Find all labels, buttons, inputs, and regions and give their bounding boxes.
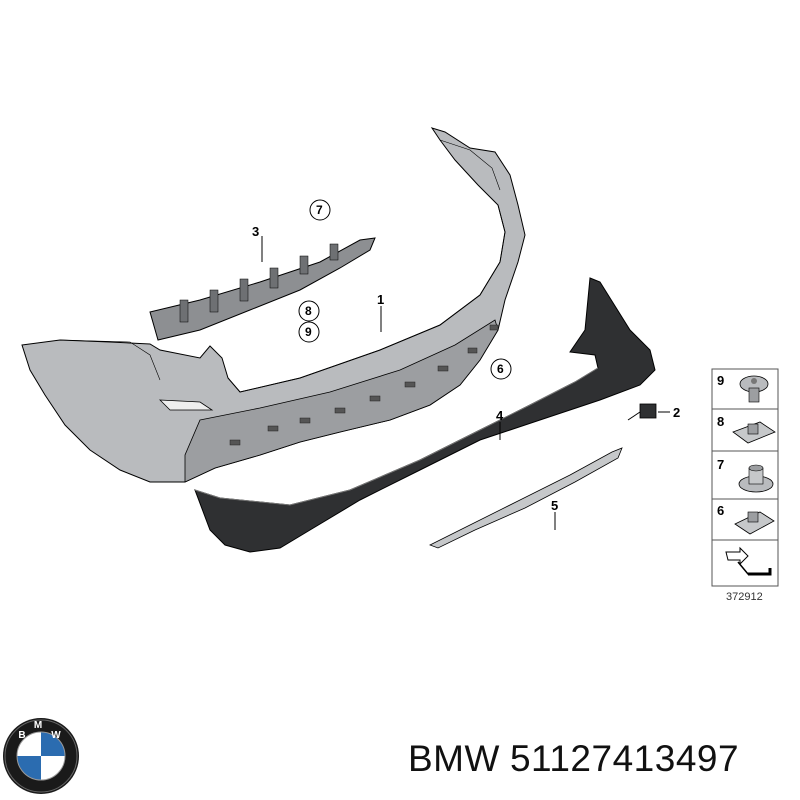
svg-text:7: 7 [717, 457, 724, 472]
legend-item-9: 9 [717, 373, 769, 403]
rear-bumper-cover [21, 127, 526, 483]
circled-ref-6: 6 [490, 358, 512, 380]
callout-1: 1 [377, 292, 384, 307]
circled-ref-8: 8 [298, 300, 320, 322]
small-bracket-part [627, 403, 657, 421]
diagram-reference-number: 372912 [726, 591, 763, 603]
lower-trim-panel [194, 277, 656, 553]
trim-strip [429, 447, 623, 549]
fastener-legend: 9 8 7 6 [711, 368, 779, 587]
svg-text:9: 9 [305, 325, 312, 339]
circled-ref-7: 7 [309, 199, 331, 221]
svg-text:7: 7 [316, 203, 323, 217]
callout-5: 5 [551, 498, 558, 513]
legend-item-6: 6 [717, 503, 775, 535]
caption-part-number: 51127413497 [509, 738, 740, 779]
svg-text:8: 8 [717, 414, 724, 429]
legend-item-7: 7 [717, 457, 774, 493]
svg-text:BMW: BMW [18, 720, 61, 741]
legend-item-8: 8 [717, 414, 776, 444]
bmw-logo: BMW [3, 718, 79, 794]
callout-2: 2 [673, 405, 680, 420]
direction-arrow-icon [725, 546, 772, 576]
svg-text:6: 6 [717, 503, 724, 518]
bumper-bracket [149, 237, 376, 341]
callout-3: 3 [252, 224, 259, 239]
circled-ref-9: 9 [298, 321, 320, 343]
svg-text:8: 8 [305, 304, 312, 318]
caption-brand: BMW [408, 738, 500, 779]
svg-text:6: 6 [497, 362, 504, 376]
callout-4: 4 [496, 408, 504, 423]
leader-lines [261, 236, 670, 530]
svg-text:9: 9 [717, 373, 724, 388]
